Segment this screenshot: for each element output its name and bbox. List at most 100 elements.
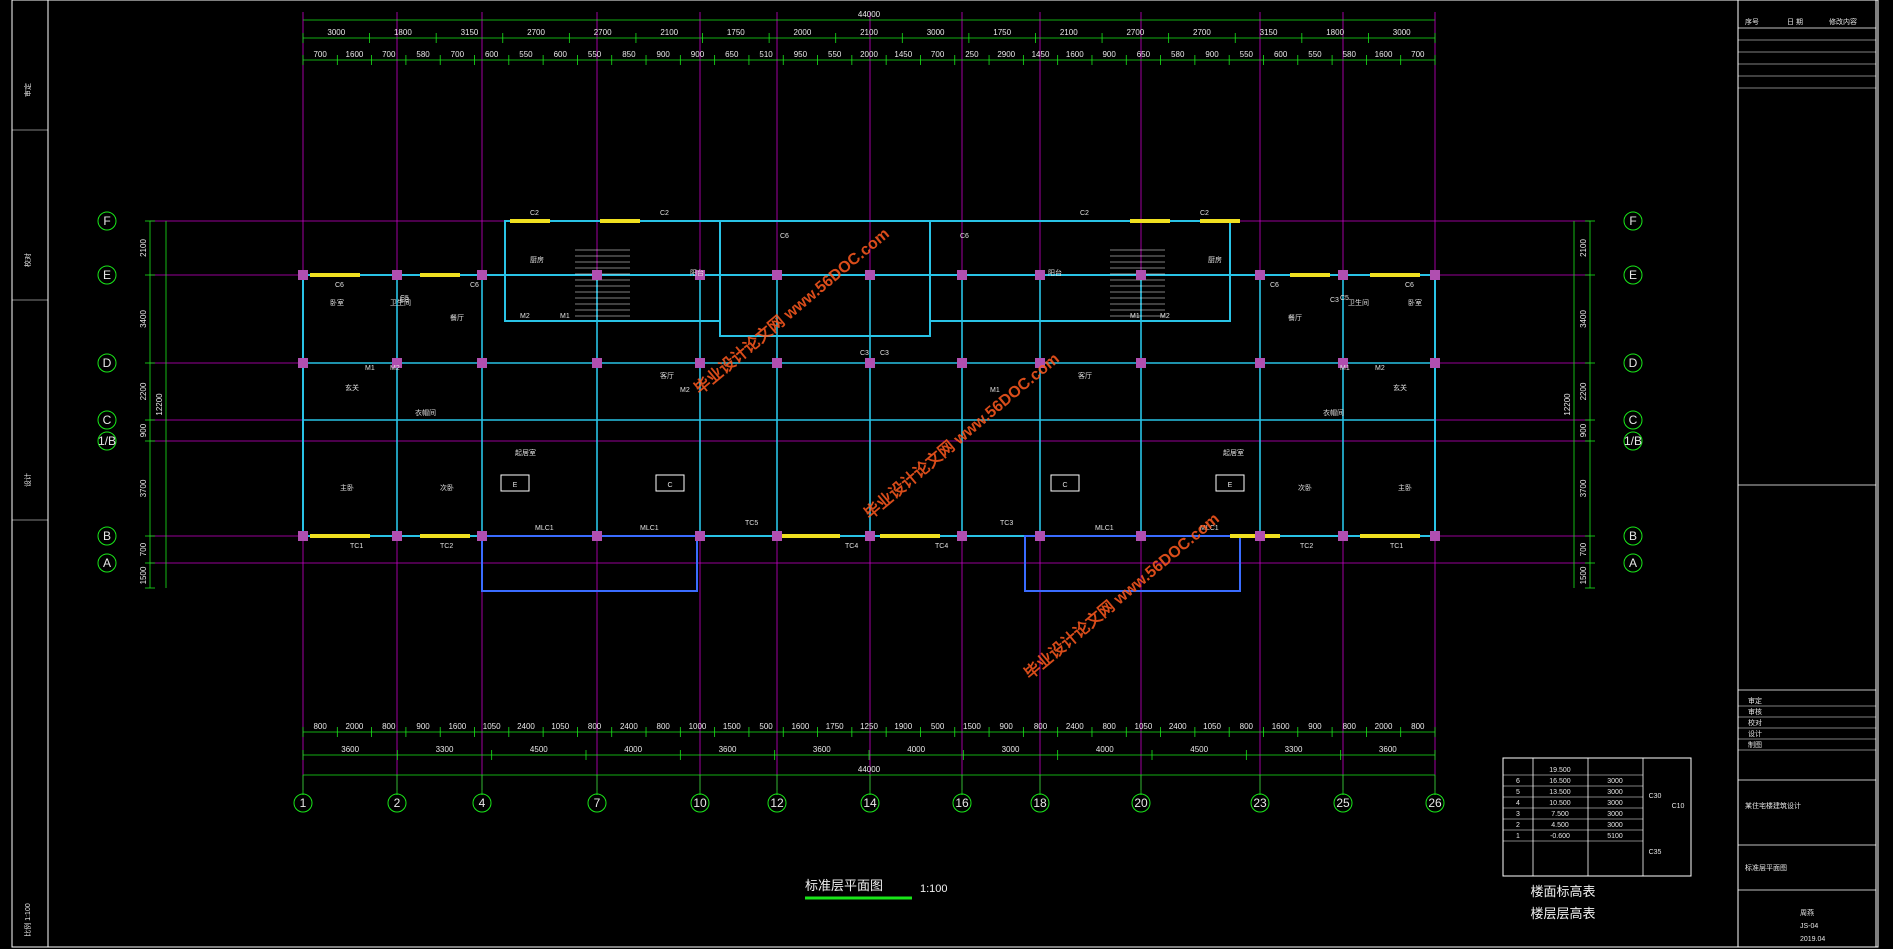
dim-bot-mid-label-7: 3000: [1002, 745, 1020, 754]
room-label-r5: 阳台: [690, 268, 704, 277]
dim-top-mid-label-4: 2700: [594, 28, 612, 37]
room-label-r7: 主卧: [340, 483, 354, 492]
left-strip-text-3: 比例 1:100: [23, 903, 32, 937]
axis-bubble-x-12: [1425, 793, 1445, 813]
dim-top-sub-label-25: 580: [1171, 50, 1185, 59]
column-3-0: [592, 270, 602, 280]
column-2-0: [477, 270, 487, 280]
axis-bubble-y-l-2: [97, 353, 117, 373]
floor-table-frame: [1502, 757, 1692, 877]
dim-top-mid-label-13: 2700: [1193, 28, 1211, 37]
column-11-1: [1338, 358, 1348, 368]
door-label-4: M2: [680, 387, 690, 394]
window-0: [310, 273, 360, 277]
dim-top-sub-label-5: 600: [485, 50, 499, 59]
axis-bubble-y-r-4: [1623, 431, 1643, 451]
dim-top-sub-label-19: 250: [965, 50, 979, 59]
dim-bot-sub-label-25: 2400: [1169, 722, 1187, 731]
axis-bubble-y-l-4: [97, 431, 117, 451]
tb-role-4: 制图: [1748, 740, 1762, 749]
dim-bot-mid-label-9: 4500: [1190, 745, 1208, 754]
dim-bot-mid-label-10: 3300: [1285, 745, 1303, 754]
left-strip-text-0: 审定: [23, 83, 32, 97]
dim-top-mid-label-6: 1750: [727, 28, 745, 37]
dim-side-l-label-1: 3400: [139, 310, 148, 328]
axis-bubble-y-l-1: [97, 265, 117, 285]
room-label-mirror-r9: 玄关: [1393, 383, 1407, 392]
axis-bubble-x-4: [690, 793, 710, 813]
column-4-0: [695, 270, 705, 280]
dim-top-mid-label-3: 2700: [527, 28, 545, 37]
floor-table-floor-4: 3: [1516, 811, 1520, 818]
axis-bubble-x-5: [767, 793, 787, 813]
floor-table-floor-6: 1: [1516, 833, 1520, 840]
room-label-mirror-r10: 衣帽间: [1323, 408, 1344, 417]
dim-bot-sub-label-16: 1250: [860, 722, 878, 731]
dim-bot-sub-label-26: 1050: [1203, 722, 1221, 731]
column-4-2: [695, 531, 705, 541]
dim-top-sub-label-4: 700: [451, 50, 465, 59]
axis-label-y-l-0: F: [103, 214, 110, 228]
dim-top-sub-label-30: 580: [1343, 50, 1357, 59]
tb-role-1: 审核: [1748, 707, 1762, 716]
column-12-2: [1430, 531, 1440, 541]
dim-top-mid-label-10: 1750: [993, 28, 1011, 37]
building-envelope: [302, 274, 1436, 537]
axis-bubble-y-l-5: [97, 526, 117, 546]
dim-side-l-label-0: 2100: [139, 239, 148, 257]
dim-side-r-label-0: 2100: [1579, 239, 1588, 257]
dim-bot-sub-label-20: 900: [1000, 722, 1014, 731]
dim-top-mid-label-16: 3000: [1393, 28, 1411, 37]
dim-top-sub-label-22: 1600: [1066, 50, 1084, 59]
unit-tag-box-3: [1215, 474, 1245, 492]
dim-top-sub-label-7: 600: [554, 50, 568, 59]
dim-top-mid-label-8: 2100: [860, 28, 878, 37]
column-1-1: [392, 358, 402, 368]
window-label-0: C6: [335, 282, 344, 289]
floor-table-height-3: 3000: [1607, 800, 1623, 807]
tb-role-0: 审定: [1748, 696, 1762, 705]
axis-bubble-y-l-6: [97, 553, 117, 573]
dim-bot-sub-label-31: 2000: [1375, 722, 1393, 731]
dim-bot-sub-label-5: 1050: [483, 722, 501, 731]
dim-top-sub-label-0: 700: [313, 50, 327, 59]
unit-tag-box-1: [655, 474, 685, 492]
column-9-2: [1136, 531, 1146, 541]
tb-role-3: 设计: [1748, 729, 1762, 738]
window-11: [880, 534, 940, 538]
door-label-3: M1: [560, 313, 570, 320]
dim-top-sub-label-15: 550: [828, 50, 842, 59]
axis-bubble-x-1: [387, 793, 407, 813]
column-3-1: [592, 358, 602, 368]
axis-bubble-y-r-6: [1623, 553, 1643, 573]
window-13: [1360, 534, 1420, 538]
column-0-2: [298, 531, 308, 541]
axis-label-x-5: 12: [770, 796, 784, 810]
tb-project: 某住宅楼建筑设计: [1745, 801, 1801, 810]
column-7-2: [957, 531, 967, 541]
room-label-mirror-r8: 起居室: [1223, 448, 1244, 457]
window-label-18: TC4: [935, 543, 948, 550]
dim-bot-sub-label-23: 800: [1102, 722, 1116, 731]
window-5: [1200, 219, 1240, 223]
column-4-1: [695, 358, 705, 368]
window-8: [310, 534, 370, 538]
dim-side-l-label-4: 3700: [139, 479, 148, 497]
door-label-5: M1: [990, 387, 1000, 394]
dim-top-sub-label-18: 700: [931, 50, 945, 59]
door-label-0: M1: [365, 365, 375, 372]
tb-top-1: 日 期: [1787, 18, 1803, 26]
door-label-9: M2: [1375, 365, 1385, 372]
window-label-21: MLC1: [1200, 525, 1219, 532]
window-label-25: C3: [860, 350, 869, 357]
dim-side-l-label-5: 700: [139, 542, 148, 556]
window-label-17: TC4: [845, 543, 858, 550]
axis-label-x-11: 25: [1336, 796, 1350, 810]
axis-bubble-y-r-5: [1623, 526, 1643, 546]
axis-label-x-8: 18: [1033, 796, 1047, 810]
dim-bot-sub-label-10: 800: [657, 722, 671, 731]
axis-label-y-r-2: D: [1629, 356, 1638, 370]
dim-top-sub-label-11: 900: [691, 50, 705, 59]
dim-top-sub-label-12: 650: [725, 50, 739, 59]
